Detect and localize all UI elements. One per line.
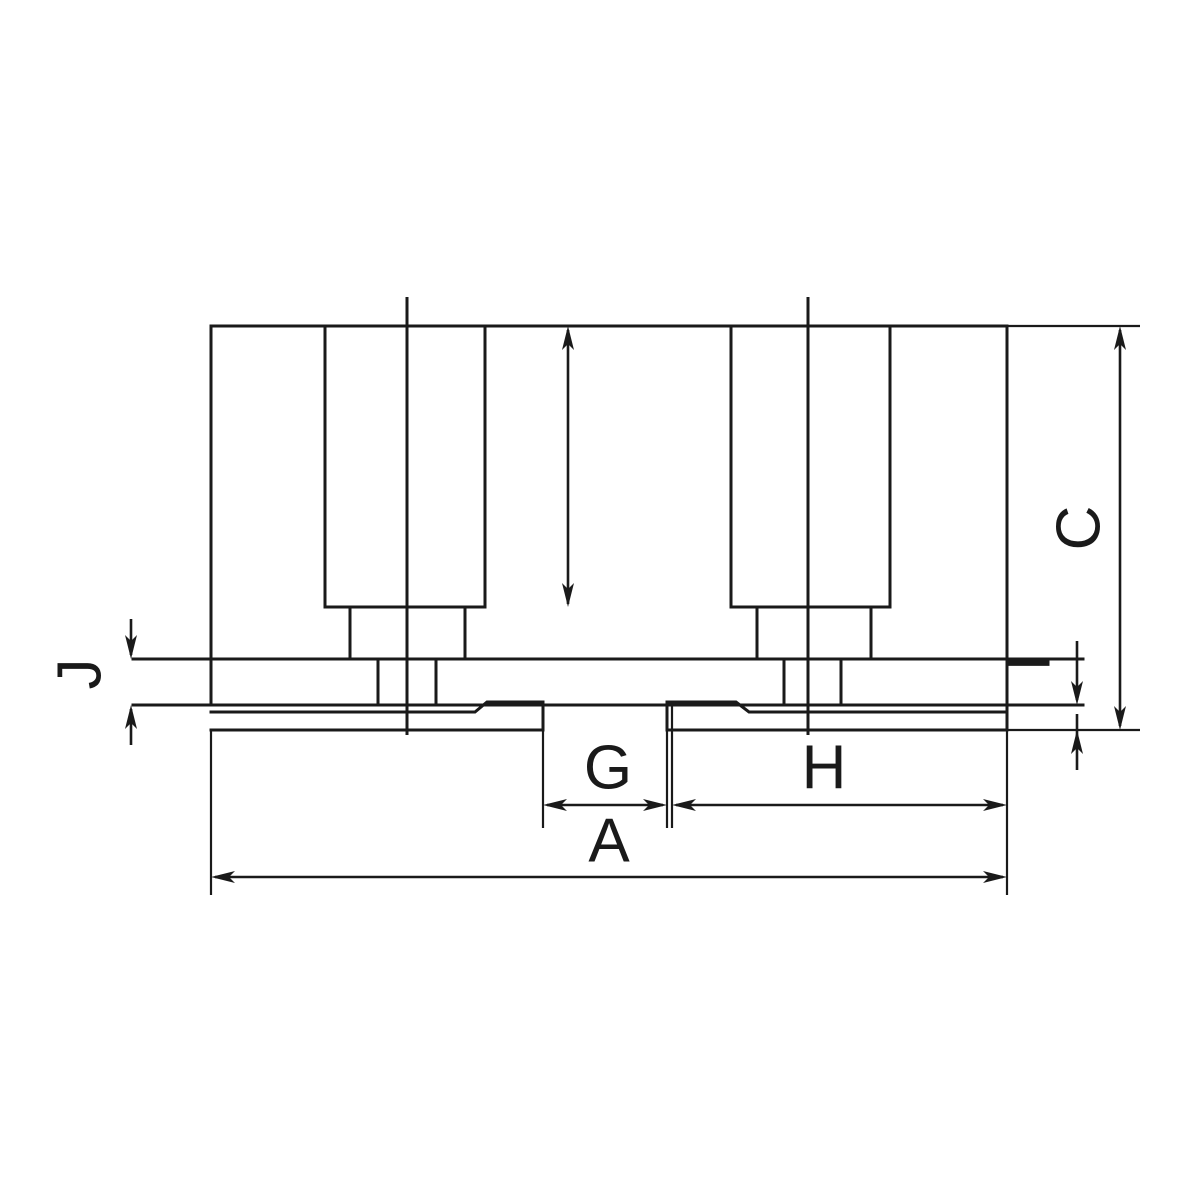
C-arrow-top xyxy=(1114,326,1126,350)
dimension-J: J xyxy=(45,619,137,745)
H-arrow-left xyxy=(672,799,696,811)
A-arrow-right xyxy=(983,871,1007,883)
dimension-label-C: C xyxy=(1044,506,1113,551)
J-arrow-upper xyxy=(125,635,137,659)
J-arrow-lower xyxy=(125,705,137,729)
jaw-height-arrow-bottom xyxy=(562,583,574,607)
dimension-I: I xyxy=(994,641,1083,770)
I-arrow-lower xyxy=(1071,730,1083,754)
dimension-label-H: H xyxy=(802,733,847,802)
G-arrow-left xyxy=(543,799,567,811)
jaw-height-arrow-top xyxy=(562,326,574,350)
left-recess-step xyxy=(209,700,545,732)
dimension-C: C xyxy=(1007,324,1140,732)
left-jaw-block xyxy=(323,324,487,661)
right-jaw-block xyxy=(729,324,892,661)
base-plate xyxy=(131,657,1085,707)
dimension-H: H xyxy=(670,705,1009,828)
body-outline xyxy=(209,324,1009,732)
dimension-label-G: G xyxy=(584,733,632,802)
base-plate-slot-details xyxy=(376,657,843,707)
dimension-label-A: A xyxy=(588,806,630,875)
dimension-jaw-height xyxy=(562,326,574,607)
A-arrow-left xyxy=(211,871,235,883)
dimension-A: A xyxy=(209,730,1009,895)
dimension-G: G xyxy=(541,730,669,828)
dimension-label-J: J xyxy=(45,659,114,690)
I-arrow-upper xyxy=(1071,681,1083,705)
G-arrow-right xyxy=(643,799,667,811)
centerlines xyxy=(405,297,810,735)
dimension-label-I: I xyxy=(994,654,1063,671)
lower-rib-profile xyxy=(209,700,1009,732)
C-arrow-bottom xyxy=(1114,706,1126,730)
right-recess-step xyxy=(665,700,1009,732)
H-arrow-right xyxy=(983,799,1007,811)
